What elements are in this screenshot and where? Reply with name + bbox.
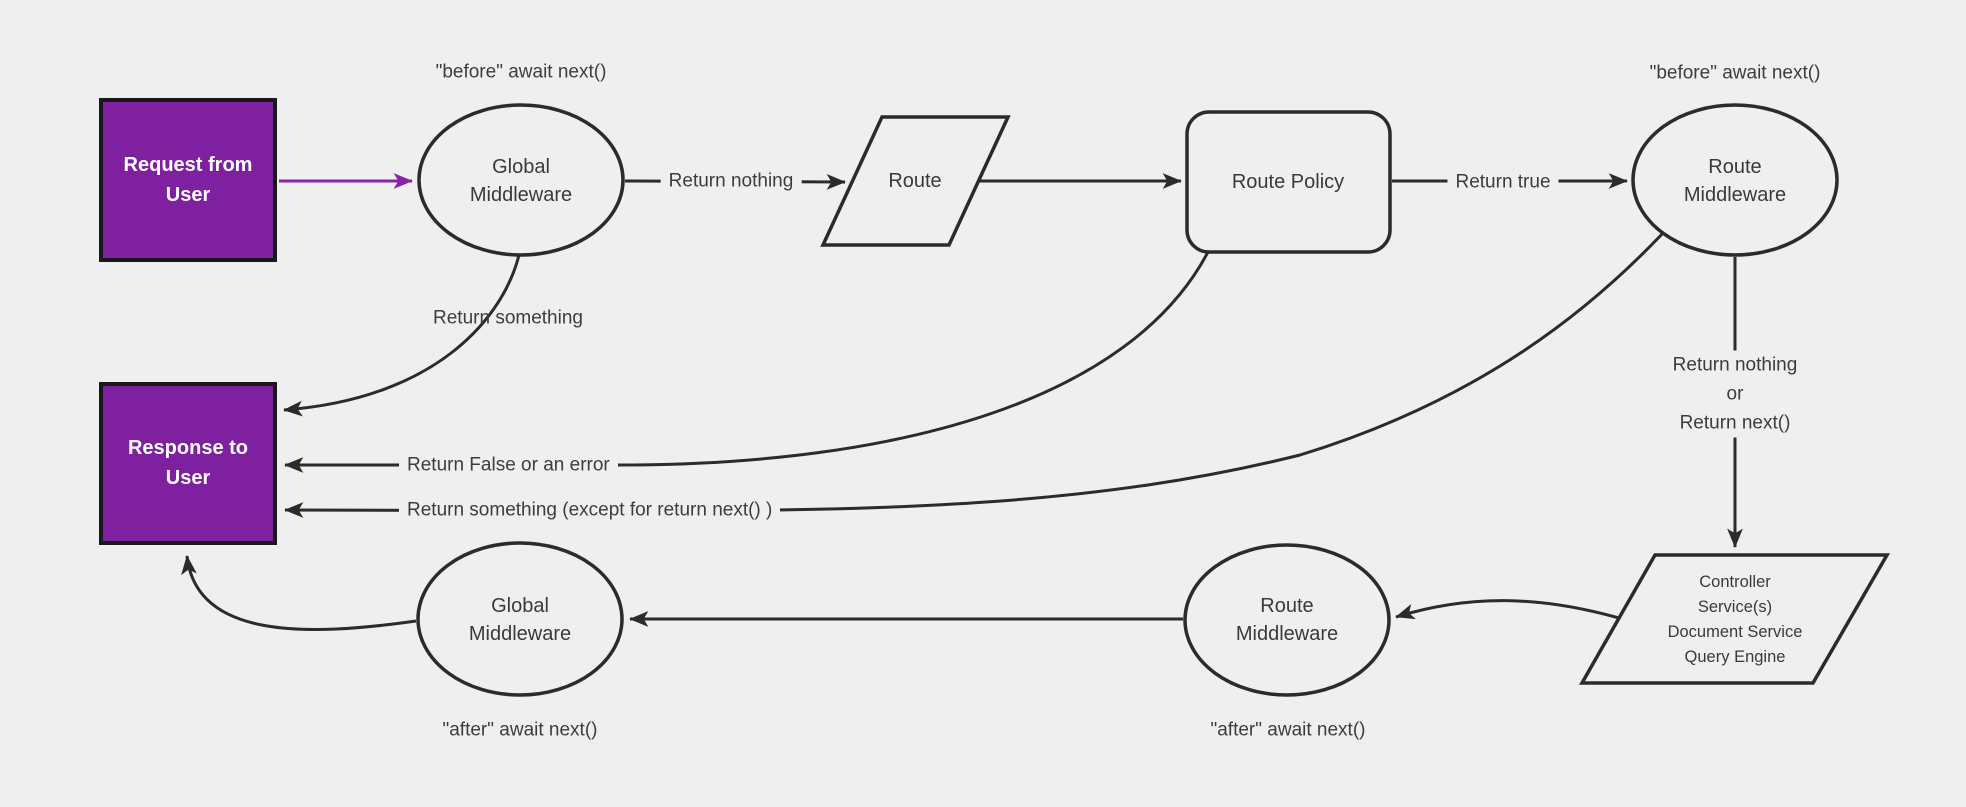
before-await-next-label-route: "before" await next()	[1649, 62, 1821, 84]
route-middleware-after-ellipse	[1183, 543, 1391, 697]
diagram-nodes	[99, 98, 1891, 697]
response-to-user-box	[99, 382, 277, 545]
arrow-global-middleware-return-something-to-response	[283, 254, 521, 417]
arrow-route-policy-return-false-to-response	[284, 251, 1210, 473]
route-label: Route	[888, 170, 942, 192]
route-middleware-before-label: Route Middleware	[1683, 156, 1787, 206]
return-nothing-label: Return nothing	[660, 167, 802, 195]
arrow-route-middleware-return-something-to-response	[284, 231, 1665, 518]
route-middleware-after-label: Route Middleware	[1235, 595, 1339, 645]
controller-services-parallelogram	[1578, 553, 1891, 685]
before-await-next-label-global: "before" await next()	[435, 61, 607, 83]
arrow-global-middleware-after-to-response	[181, 555, 417, 631]
global-middleware-after-label: Global Middleware	[468, 595, 572, 645]
route-middleware-before-ellipse	[1631, 103, 1839, 257]
response-to-user-label: Response to User	[127, 437, 249, 489]
controller-services-label: Controller Service(s) Document Service Q…	[1667, 573, 1803, 666]
diagram-edges	[181, 173, 1743, 631]
arrow-controller-to-route-middleware-after	[1395, 599, 1620, 620]
global-middleware-before-label: Global Middleware	[469, 156, 573, 206]
global-middleware-after-ellipse	[416, 541, 624, 697]
after-await-next-label-route: "after" await next()	[1210, 719, 1366, 741]
after-await-next-label-global: "after" await next()	[442, 719, 598, 741]
route-parallelogram	[820, 115, 1011, 247]
return-something-except-label: Return something (except for return next…	[399, 496, 781, 524]
return-nothing-or-next-label: Return nothing or Return next()	[1664, 350, 1806, 438]
request-from-user-box	[99, 98, 277, 262]
return-true-label: Return true	[1447, 168, 1559, 196]
return-something-label: Return something	[433, 307, 583, 329]
route-policy-rounded-rect	[1185, 110, 1392, 254]
return-false-or-error-label: Return False or an error	[399, 451, 618, 479]
request-from-user-label: Request from User	[123, 154, 253, 206]
global-middleware-before-ellipse	[417, 103, 625, 257]
route-policy-label: Route Policy	[1231, 171, 1345, 193]
